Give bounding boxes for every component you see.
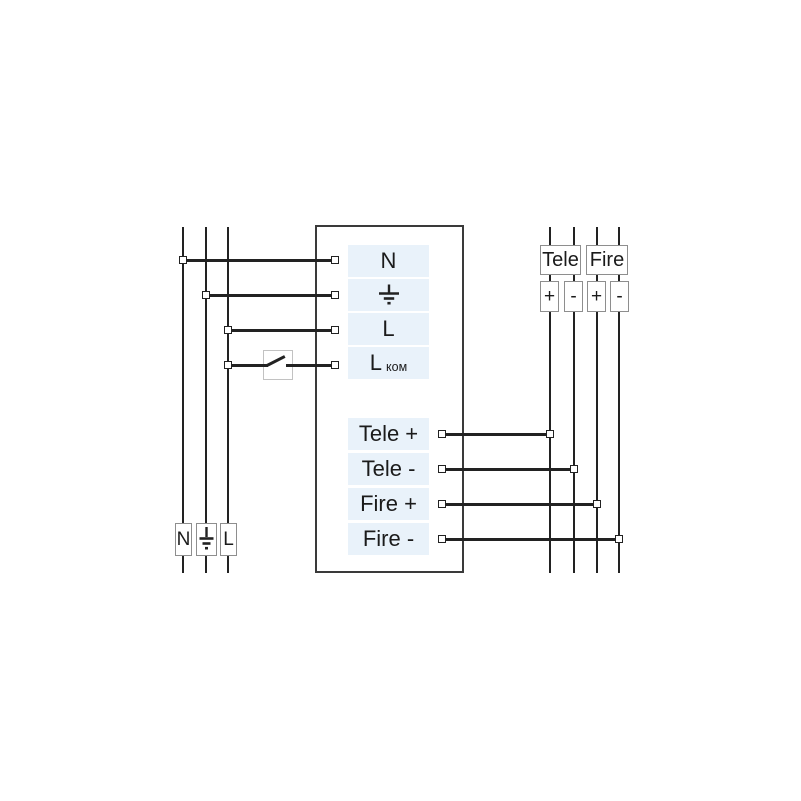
wire-mains-l (227, 227, 229, 573)
terminal-label-n: N (380, 248, 397, 273)
terminal-node (438, 430, 446, 438)
mains-label-l: L (220, 523, 237, 556)
terminal-cell-fire-minus: Fire - (348, 523, 429, 555)
wire-fire-minus (442, 538, 620, 541)
wire-mains-earth (205, 227, 207, 573)
bus-label-fire: Fire (586, 245, 628, 275)
bus-polarity-tele-plus-text: + (543, 285, 556, 307)
terminal-node (331, 291, 339, 299)
junction-node (615, 535, 623, 543)
terminal-label-fire-minus: Fire - (362, 526, 415, 551)
terminal-cell-tele-plus: Tele + (348, 418, 429, 450)
junction-node (593, 500, 601, 508)
wire-bus-tele-minus (573, 227, 575, 573)
terminal-label-tele-minus: Tele - (361, 456, 416, 481)
mains-label-n-text: N (176, 528, 191, 550)
junction-node (570, 465, 578, 473)
wire-bus-fire-plus (596, 227, 598, 573)
terminal-node (331, 256, 339, 264)
wire-mains-n (182, 227, 184, 573)
terminal-node (438, 500, 446, 508)
wire-l-to-device (228, 329, 335, 332)
wire-fire-plus (442, 503, 598, 506)
terminal-label-fire-plus: Fire + (360, 491, 417, 516)
wire-earth-to-device (206, 294, 335, 297)
wire-l-kom-segment-right (286, 364, 335, 367)
terminal-cell-tele-minus: Tele - (348, 453, 429, 485)
bus-label-tele: Tele (540, 245, 581, 275)
junction-node (202, 291, 210, 299)
mains-label-earth (196, 523, 217, 556)
bus-polarity-fire-minus: - (610, 281, 629, 312)
terminal-label-l: L (382, 316, 395, 341)
terminal-node (438, 535, 446, 543)
bus-polarity-tele-plus: + (540, 281, 559, 312)
wire-l-kom-segment-left (228, 364, 268, 367)
bus-polarity-fire-plus-text: + (590, 285, 603, 307)
device-outline (315, 225, 464, 573)
terminal-node (331, 326, 339, 334)
terminal-cell-l-kom: L ком (348, 347, 429, 379)
terminal-cell-n: N (348, 245, 429, 277)
earth-ground-icon (378, 284, 399, 305)
mains-label-l-text: L (223, 528, 234, 550)
junction-node (224, 326, 232, 334)
bus-label-tele-text: Tele (542, 248, 579, 271)
terminal-cell-fire-plus: Fire + (348, 488, 429, 520)
wire-bus-fire-minus (618, 227, 620, 573)
mains-label-n: N (175, 523, 192, 556)
junction-node (546, 430, 554, 438)
earth-ground-icon (199, 526, 214, 550)
bus-polarity-tele-minus-text: - (570, 285, 577, 307)
junction-node (224, 361, 232, 369)
terminal-cell-l: L (348, 313, 429, 345)
terminal-node (331, 361, 339, 369)
bus-polarity-tele-minus: - (564, 281, 583, 312)
wire-bus-tele-plus (549, 227, 551, 573)
junction-node (179, 256, 187, 264)
bus-label-fire-text: Fire (589, 248, 625, 271)
terminal-cell-earth (348, 279, 429, 311)
wire-n-to-device (183, 259, 335, 262)
terminal-label-l-kom-sub: ком (386, 360, 408, 374)
wire-tele-plus (442, 433, 552, 436)
terminal-label-l-kom: L (369, 350, 383, 375)
bus-polarity-fire-minus-text: - (616, 285, 623, 307)
bus-polarity-fire-plus: + (587, 281, 606, 312)
terminal-node (438, 465, 446, 473)
wire-tele-minus (442, 468, 575, 471)
terminal-label-tele-plus: Tele + (358, 421, 419, 446)
